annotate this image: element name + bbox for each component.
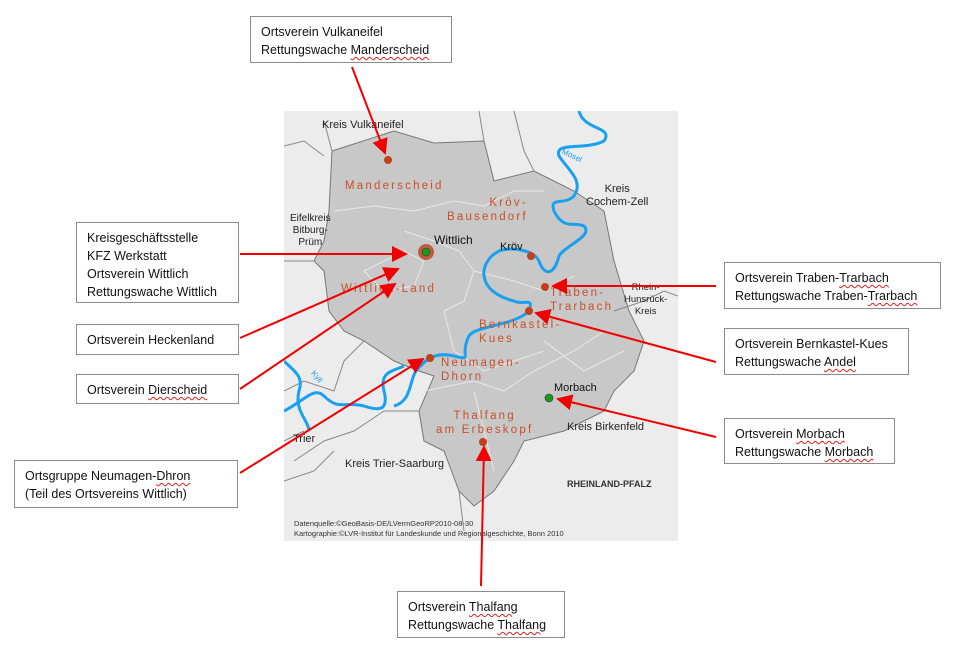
callout-text: KFZ Werkstatt (87, 249, 167, 263)
town-kroev-bausendorf: Kröv-Bausendorf (447, 197, 528, 223)
callout-text: Morbach (824, 445, 874, 459)
place-wittlich: Wittlich (434, 233, 473, 247)
callout-text: Rettungswache (408, 618, 498, 632)
label-rheinland-pfalz: RHEINLAND-PFALZ (567, 479, 652, 489)
callout-text: Morbach (796, 427, 845, 441)
callout-line: Ortsverein Wittlich (87, 265, 228, 283)
callout-line: Ortsverein Heckenland (87, 331, 228, 349)
callout-text: Ortsverein Wittlich (87, 267, 189, 281)
label-rhein-hunsrueck: Rhein-Hunsrück-Kreis (624, 282, 668, 317)
label-kreis-vulkaneifel: Kreis Vulkaneifel (322, 119, 404, 131)
callout-line: Ortsverein Vulkaneifel (261, 23, 441, 41)
callout-line: Ortsverein Traben-Trarbach (735, 269, 930, 287)
callout-text: Ortsverein Heckenland (87, 333, 215, 347)
callout-text: Thalfang (497, 618, 547, 632)
callout-text: Rettungswache (735, 355, 824, 369)
callout-heckenland: Ortsverein Heckenland (76, 324, 239, 355)
callout-text: Dhron (156, 469, 191, 483)
callout-text: Ortsverein (735, 427, 797, 441)
callout-line: Ortsverein Morbach (735, 425, 884, 443)
callout-text: Ortsverein Vulkaneifel (261, 25, 383, 39)
callout-text: Thalfang (468, 600, 518, 614)
callout-text: (Teil des Ortsvereins Wittlich) (25, 487, 187, 501)
callout-text: Trarbach (867, 289, 918, 303)
town-manderscheid: Manderscheid (345, 180, 444, 192)
town-neumagen-dhron: Neumagen-Dhorn (441, 357, 521, 383)
callout-text: Kreisgeschäftsstelle (87, 231, 199, 245)
callout-text: Ortsverein (87, 383, 149, 397)
marker-morbach (544, 393, 554, 403)
callout-dierscheid: Ortsverein Dierscheid (76, 374, 239, 404)
callout-text: Trarbach (839, 271, 889, 285)
callout-text: Rettungswache (735, 445, 825, 459)
town-bernkastel-kues: Bernkastel-Kues (479, 319, 562, 345)
callout-line: Ortsverein Bernkastel-Kues (735, 335, 898, 353)
callout-text: Rettungswache Traben- (735, 289, 868, 303)
label-trier: Trier (293, 433, 316, 445)
map-source: Datenquelle:©GeoBasis-DE/LVermGeoRP2010-… (294, 519, 564, 538)
callout-line: Rettungswache Manderscheid (261, 41, 441, 59)
town-traben-trarbach: Traben-Trarbach (550, 287, 614, 313)
river-mosel (393, 111, 608, 408)
callout-line: Rettungswache Wittlich (87, 283, 228, 301)
callout-line: Rettungswache Traben-Trarbach (735, 287, 930, 305)
callout-text: Ortsverein Traben- (735, 271, 840, 285)
marker-wittlich (421, 247, 431, 257)
callout-line: (Teil des Ortsvereins Wittlich) (25, 485, 227, 503)
callout-line: KFZ Werkstatt (87, 247, 228, 265)
marker-bernkastel (525, 307, 533, 315)
callout-line: Ortsgruppe Neumagen-Dhron (25, 467, 227, 485)
marker-manderscheid (384, 156, 392, 164)
callout-neumagen: Ortsgruppe Neumagen-Dhron (Teil des Ortsv… (14, 460, 238, 508)
location-markers (384, 156, 554, 446)
callout-text: Rettungswache (261, 43, 351, 57)
callout-line: Rettungswache Morbach (735, 443, 884, 461)
marker-kroev (527, 252, 535, 260)
marker-traben (541, 283, 549, 291)
callout-line: Rettungswache Thalfang (408, 616, 554, 634)
river-kyll (284, 364, 405, 413)
place-morbach: Morbach (554, 382, 597, 394)
callout-text: Rettungswache Wittlich (87, 285, 217, 299)
label-kreis-trier-saarburg: Kreis Trier-Saarburg (345, 458, 445, 470)
marker-neumagen (426, 354, 434, 362)
callout-text: Andel (823, 355, 856, 369)
callout-line: Rettungswache Andel (735, 353, 898, 371)
callout-text: Ortsgruppe Neumagen- (25, 469, 157, 483)
label-kreis-birkenfeld: Kreis Birkenfeld (567, 421, 645, 433)
callout-text: Dierscheid (148, 383, 208, 397)
callout-text: Manderscheid (350, 43, 430, 57)
callout-line: Ortsverein Thalfang (408, 598, 554, 616)
town-wittlich-land: Wittlich-Land (341, 283, 437, 295)
marker-thalfang (479, 438, 487, 446)
callout-text: Ortsverein (408, 600, 469, 614)
callout-line: Kreisgeschäftsstelle (87, 229, 228, 247)
place-kroev: Kröv (500, 241, 523, 253)
callout-line: Ortsverein Dierscheid (87, 381, 228, 399)
callout-text: Ortsverein Bernkastel-Kues (735, 337, 888, 351)
